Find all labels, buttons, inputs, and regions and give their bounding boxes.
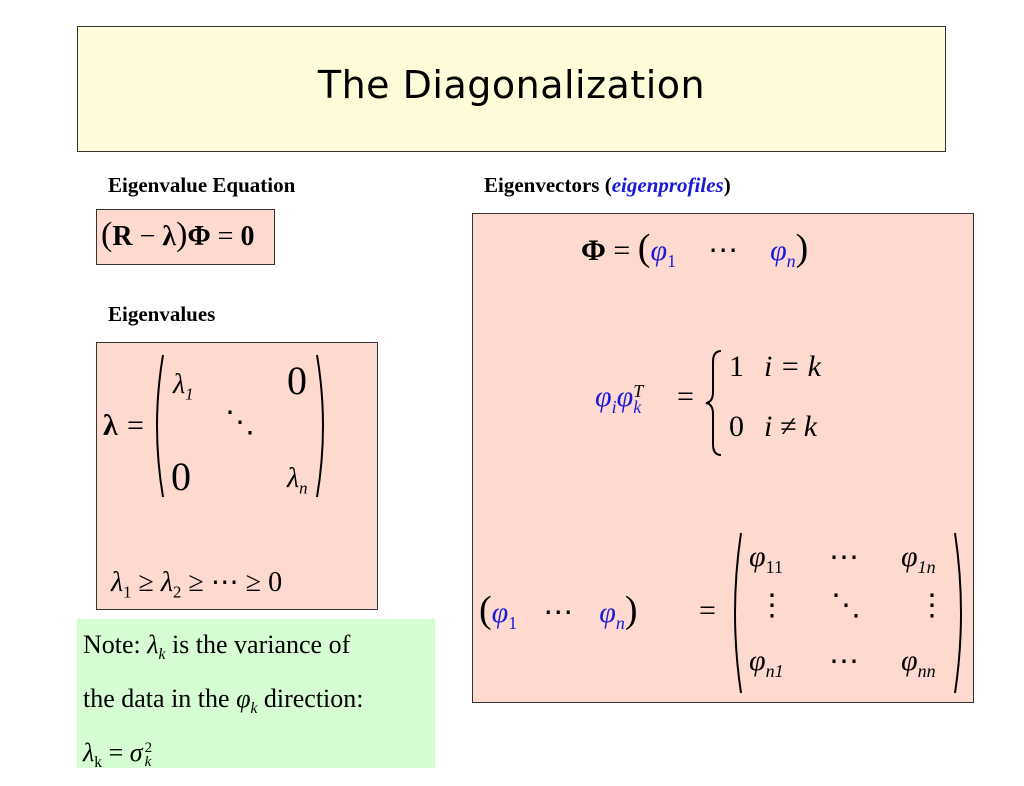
phi-1n: φ1n <box>901 540 936 577</box>
note-line-1: Note: λk is the variance of <box>83 630 351 664</box>
note-line-2: the data in the φk direction: <box>83 684 364 718</box>
rown-dots: ⋯ <box>829 645 859 678</box>
note-box: Note: λk is the variance of the data in … <box>77 619 435 772</box>
lambda-n: λn <box>287 463 308 498</box>
row1-dots: ⋯ <box>829 541 859 574</box>
col1-vdots: ⋮ <box>757 589 787 622</box>
zero-bottom-left: 0 <box>171 454 191 499</box>
eigenvectors-heading: Eigenvectors (eigenprofiles) <box>484 173 731 197</box>
eigenvalue-equation-box: (R − λ)Φ = 0 <box>96 209 275 265</box>
lambda-1: λ1 <box>173 369 194 404</box>
phi-11: φ11 <box>749 540 783 577</box>
phi-n1: φn1 <box>749 644 784 681</box>
phi-definition: Φ = (φ1⋯φn) <box>581 227 809 271</box>
eigenvalues-box: λ = λ1 0 ⋱ 0 λn λ1 ≥ λ2 ≥ ⋯ ≥ 0 <box>96 342 378 610</box>
matrix-brackets <box>156 354 324 498</box>
zero-top-right: 0 <box>287 358 307 403</box>
eigenvalues-heading: Eigenvalues <box>108 302 216 326</box>
equals-sign: = <box>127 409 144 442</box>
row-vector: (φ1⋯φn) <box>479 589 638 633</box>
eigenvalue-equation: (R − λ)Φ = 0 <box>101 216 255 253</box>
matrix-equals: = <box>699 594 716 627</box>
middle-ddots: ⋱ <box>831 589 861 622</box>
coln-vdots: ⋮ <box>917 589 947 622</box>
lambda-symbol: λ <box>103 409 118 442</box>
phi-nn: φnn <box>901 644 936 681</box>
orthonormality-equals: = <box>677 380 694 413</box>
eigenvalue-ordering: λ1 ≥ λ2 ≥ ⋯ ≥ 0 <box>111 567 283 602</box>
curly-brace <box>705 350 722 456</box>
diagonal-dots: ⋱ <box>225 406 255 439</box>
phi-n: φn <box>770 234 796 271</box>
phi-matrix-brackets <box>734 532 962 694</box>
title-box: The Diagonalization <box>77 26 946 152</box>
eigenvalue-equation-heading: Eigenvalue Equation <box>108 173 296 197</box>
slide-title: The Diagonalization <box>317 63 706 107</box>
